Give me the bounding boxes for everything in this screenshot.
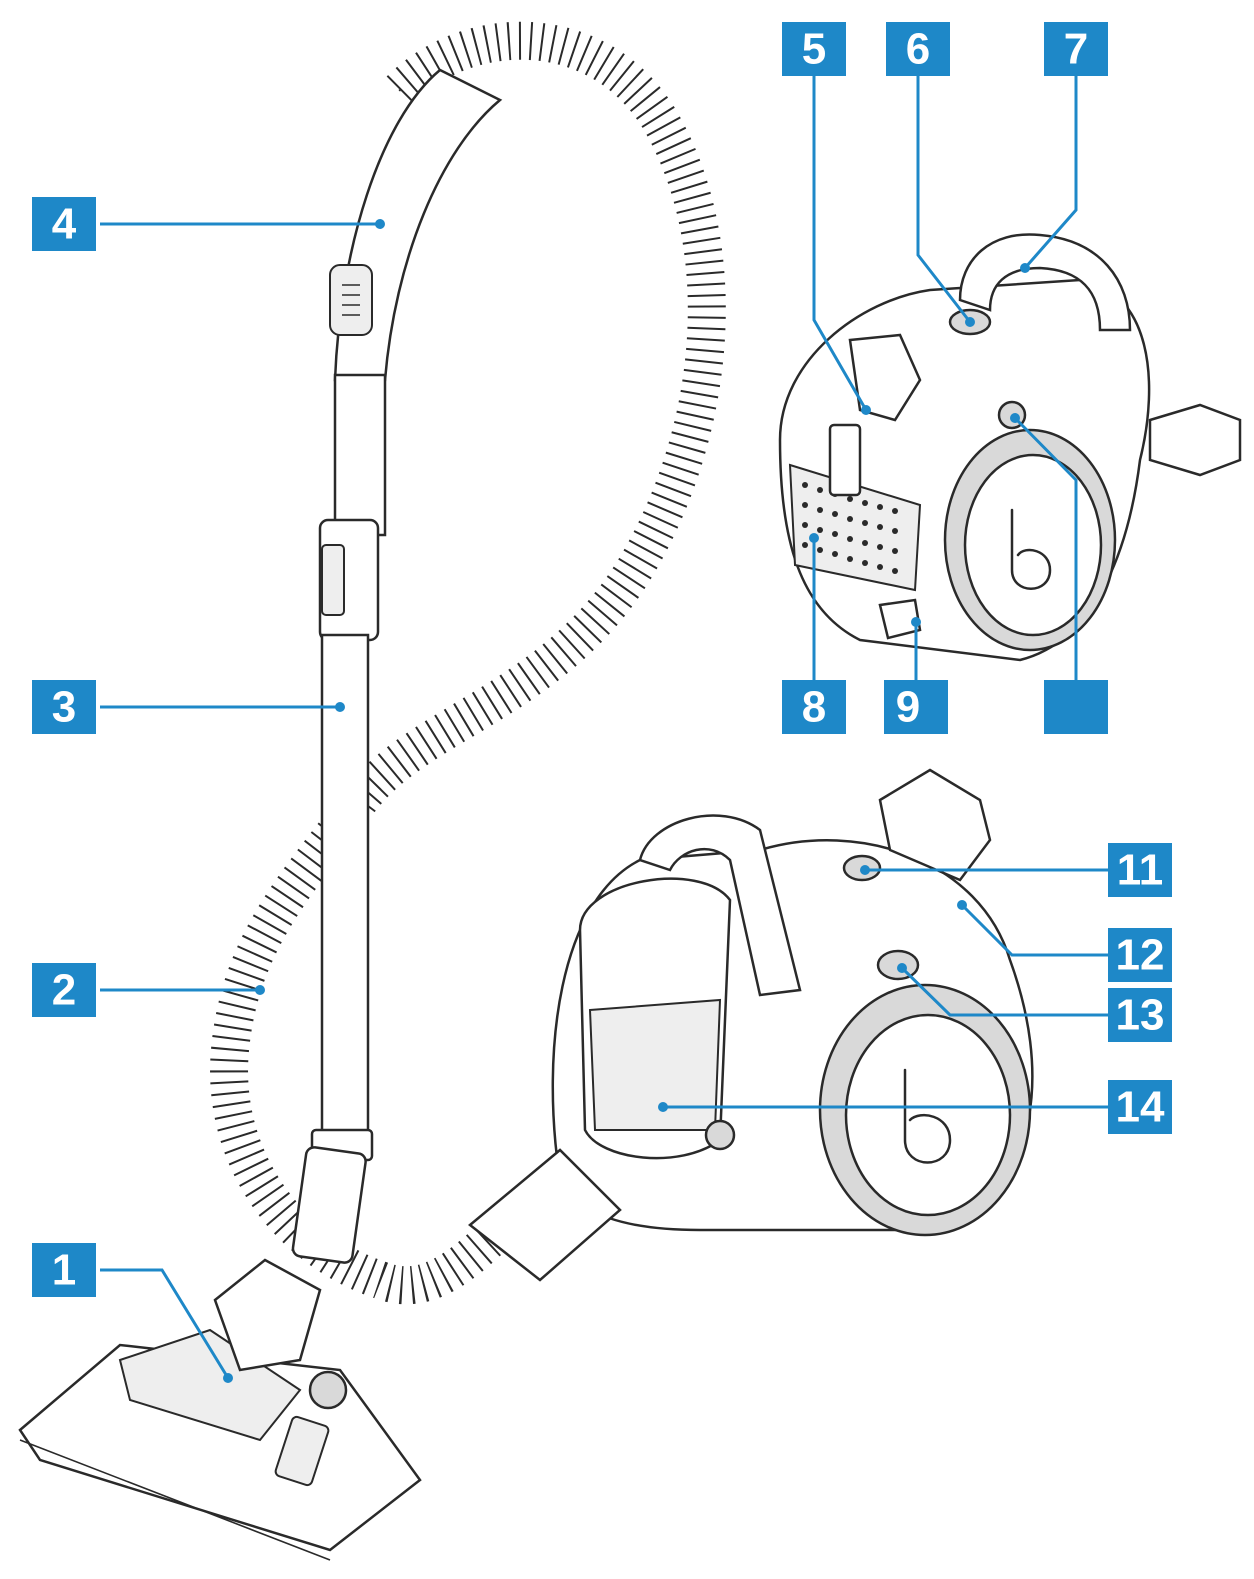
leader-12 (960, 903, 1108, 957)
leader-12-dot (957, 900, 967, 910)
leader-10 (1013, 416, 1078, 685)
callout-7: 7 (1044, 22, 1108, 76)
callout-5: 5 (782, 22, 846, 76)
callout-11: 11 (1108, 843, 1172, 897)
leader-14-dot (658, 1102, 668, 1112)
vacuum-rear-view (778, 233, 1242, 662)
callout-13-label: 13 (1116, 991, 1165, 1040)
leader-9-dot (911, 617, 921, 627)
callout-2-label: 2 (52, 966, 76, 1015)
callout-12: 12 (1108, 928, 1172, 982)
callout-8-label: 8 (802, 683, 826, 732)
callout-1-label: 1 (52, 1246, 76, 1295)
callout-9-label: 9 (896, 683, 920, 732)
callout-13: 13 (1108, 988, 1172, 1042)
leader-7-dot (1020, 263, 1030, 273)
leader-3-dot (335, 702, 345, 712)
leader-5 (812, 75, 868, 411)
leader-6-dot (965, 317, 975, 327)
callout-3: 3 (32, 680, 96, 734)
callout-6-label: 6 (906, 25, 930, 74)
leader-13 (900, 966, 1108, 1017)
leader-6 (916, 75, 972, 323)
leader-11-dot (860, 865, 870, 875)
leader-1-dot (223, 1373, 233, 1383)
callout-leaders (100, 75, 1108, 1383)
leader-13-dot (897, 963, 907, 973)
callout-1: 1 (32, 1243, 96, 1297)
leader-1 (100, 1268, 230, 1379)
leader-7 (1023, 75, 1078, 269)
filter-grille (802, 482, 898, 574)
callout-5-label: 5 (802, 25, 826, 74)
hose-handle (329, 68, 503, 382)
callout-4: 4 (32, 197, 96, 251)
callout-7-label: 7 (1064, 25, 1088, 74)
callout-badges: 1 2 3 4 5 6 7 8 (32, 22, 1172, 1297)
vacuum-body (468, 768, 1034, 1282)
callout-11-label: 11 (1117, 846, 1164, 895)
callout-14-label: 14 (1116, 1083, 1165, 1132)
leader-4-dot (375, 219, 385, 229)
callout-10 (1044, 680, 1108, 734)
floor-nozzle (18, 1258, 422, 1561)
callout-8: 8 (782, 680, 846, 734)
callout-14: 14 (1108, 1080, 1172, 1134)
callout-12-label: 12 (1116, 931, 1165, 980)
leader-5-dot (861, 405, 871, 415)
leader-8-dot (809, 533, 819, 543)
callout-2: 2 (32, 963, 96, 1017)
callout-4-label: 4 (52, 200, 77, 249)
leader-2-dot (255, 985, 265, 995)
vacuum-illustration (18, 21, 1242, 1561)
callout-3-label: 3 (52, 683, 76, 732)
callout-6: 6 (886, 22, 950, 76)
callout-9: 9 (884, 680, 948, 734)
leader-10-dot (1010, 413, 1020, 423)
telescopic-tube (291, 373, 387, 1264)
